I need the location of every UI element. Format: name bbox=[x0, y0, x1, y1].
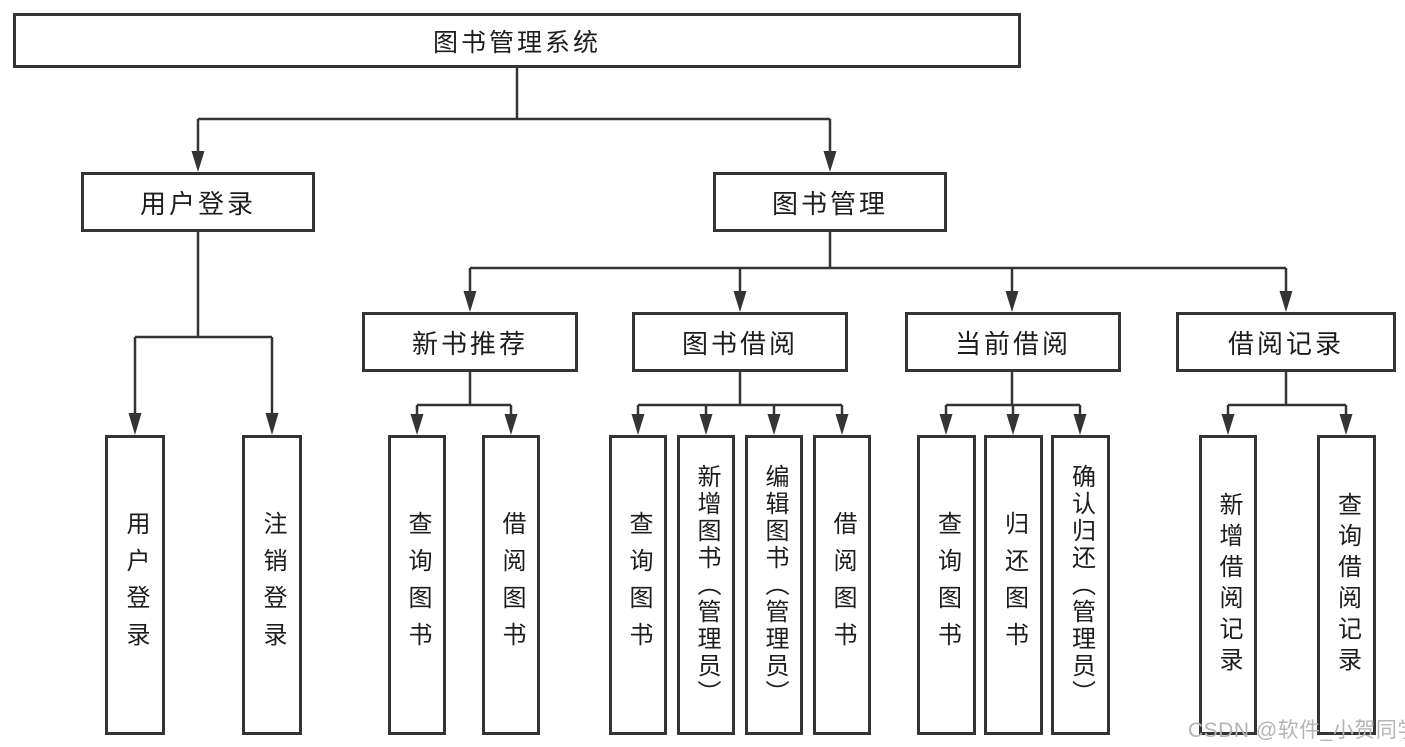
node-new-book-recommend: 新书推荐 bbox=[362, 312, 578, 372]
node-library-management-system: 图书管理系统 bbox=[13, 13, 1021, 68]
node-book-borrow: 图书借阅 bbox=[632, 312, 848, 372]
leaf-query-borrow-record: 查询借阅记录 bbox=[1317, 435, 1376, 735]
leaf-query-books-borrow: 查询图书 bbox=[609, 435, 667, 735]
connector-new-book-recommend bbox=[410, 372, 518, 435]
node-user-login: 用户登录 bbox=[81, 172, 315, 232]
connector-book-borrow bbox=[631, 372, 849, 435]
connector-user-login bbox=[128, 232, 279, 435]
leaf-return-books: 归还图书 bbox=[984, 435, 1043, 735]
leaf-query-books-current: 查询图书 bbox=[917, 435, 976, 735]
connector-borrow-records bbox=[1221, 372, 1353, 435]
leaf-borrow-books-recommend: 借阅图书 bbox=[482, 435, 540, 735]
connector-current-borrow bbox=[939, 372, 1087, 435]
leaf-add-borrow-record: 新增借阅记录 bbox=[1199, 435, 1257, 735]
leaf-user-login: 用户登录 bbox=[105, 435, 165, 735]
node-book-management: 图书管理 bbox=[713, 172, 947, 232]
connector-book-management bbox=[463, 232, 1293, 312]
leaf-logout: 注销登录 bbox=[242, 435, 302, 735]
leaf-confirm-return-admin: 确认归还（管理员） bbox=[1051, 435, 1110, 735]
leaf-query-books-recommend: 查询图书 bbox=[388, 435, 446, 735]
leaf-add-books-admin: 新增图书（管理员） bbox=[677, 435, 735, 735]
connector-root bbox=[191, 68, 837, 172]
csdn-watermark: CSDN @软件_小贺同学 bbox=[1188, 719, 1405, 742]
leaf-edit-books-admin: 编辑图书（管理员） bbox=[745, 435, 803, 735]
leaf-borrow-books: 借阅图书 bbox=[813, 435, 871, 735]
node-current-borrow: 当前借阅 bbox=[905, 312, 1121, 372]
node-borrow-records: 借阅记录 bbox=[1176, 312, 1396, 372]
